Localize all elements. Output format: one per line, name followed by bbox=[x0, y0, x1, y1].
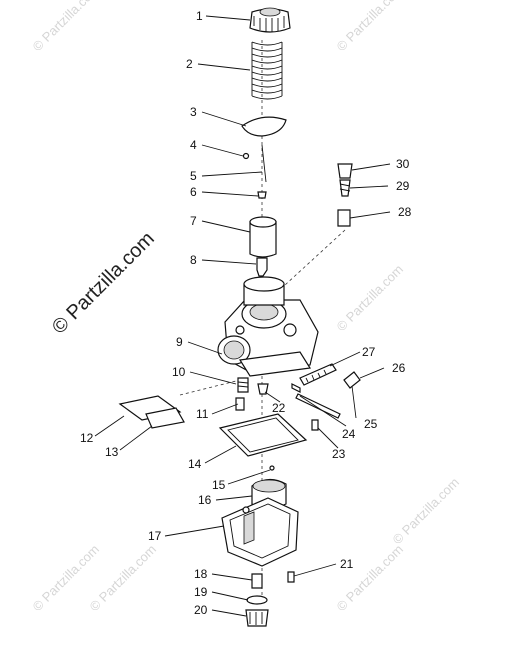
callout-3: 3 bbox=[190, 105, 197, 119]
watermark-top-left: © Partzilla.com bbox=[30, 0, 103, 54]
part-bowl-gasket bbox=[218, 413, 308, 457]
callout-22: 22 bbox=[272, 401, 286, 415]
watermark-mid-right: © Partzilla.com bbox=[334, 262, 407, 335]
axis-to-pilot bbox=[284, 229, 346, 286]
callout-29: 29 bbox=[396, 179, 410, 193]
callout-26: 26 bbox=[392, 361, 406, 375]
part-needle-seat bbox=[257, 191, 267, 199]
part-float-bowl bbox=[221, 497, 299, 567]
callout-2: 2 bbox=[186, 57, 193, 71]
part-jets bbox=[235, 377, 269, 411]
callout-8: 8 bbox=[190, 253, 197, 267]
watermark-bottom-right: © Partzilla.com bbox=[334, 542, 407, 615]
callout-28: 28 bbox=[398, 205, 412, 219]
callout-13: 13 bbox=[105, 445, 119, 459]
callout-11: 11 bbox=[196, 407, 209, 421]
callout-16: 16 bbox=[198, 493, 212, 507]
axis-to-gasket bbox=[179, 379, 241, 396]
callout-20: 20 bbox=[194, 603, 208, 617]
callout-15: 15 bbox=[212, 478, 226, 492]
callout-17: 17 bbox=[148, 529, 162, 543]
callout-6: 6 bbox=[190, 185, 197, 199]
callout-27: 27 bbox=[362, 345, 376, 359]
callout-18: 18 bbox=[194, 567, 208, 581]
part-cap bbox=[249, 7, 291, 33]
part-clip bbox=[242, 152, 250, 160]
callout-labels: 1 2 3 4 5 6 7 8 9 10 11 12 13 14 15 16 1… bbox=[80, 9, 412, 617]
callout-14: 14 bbox=[188, 457, 202, 471]
part-spring bbox=[251, 41, 283, 100]
part-bowl-screw bbox=[287, 571, 295, 583]
part-throttle-valve bbox=[249, 216, 277, 258]
part-o-ring bbox=[246, 595, 268, 605]
part-carburetor-body bbox=[217, 276, 319, 377]
callout-23: 23 bbox=[332, 447, 346, 461]
part-needle bbox=[261, 144, 267, 183]
callout-21: 21 bbox=[340, 557, 354, 571]
watermark-main: © Partzilla.com bbox=[48, 228, 159, 339]
callout-19: 19 bbox=[194, 585, 208, 599]
leader-lines bbox=[94, 15, 391, 617]
watermark-top-right: © Partzilla.com bbox=[334, 0, 407, 54]
callout-25: 25 bbox=[364, 417, 378, 431]
part-gasket-sheets bbox=[118, 395, 185, 429]
callout-10: 10 bbox=[172, 365, 186, 379]
callout-24: 24 bbox=[342, 427, 356, 441]
part-float-pin bbox=[269, 465, 275, 471]
part-drain-plug bbox=[245, 609, 269, 627]
part-air-screw bbox=[291, 363, 361, 419]
callout-5: 5 bbox=[190, 169, 197, 183]
watermark-lower-right: © Partzilla.com bbox=[390, 475, 463, 548]
callout-30: 30 bbox=[396, 157, 410, 171]
callout-1: 1 bbox=[196, 9, 203, 23]
part-pilot-assembly bbox=[337, 163, 353, 227]
part-drain-screw bbox=[251, 573, 263, 589]
callout-7: 7 bbox=[190, 214, 197, 228]
part-top-screw bbox=[256, 257, 268, 277]
callout-9: 9 bbox=[176, 335, 183, 349]
callout-4: 4 bbox=[190, 138, 197, 152]
part-small-screw bbox=[311, 419, 319, 431]
callout-12: 12 bbox=[80, 431, 94, 445]
part-plate bbox=[241, 116, 287, 137]
